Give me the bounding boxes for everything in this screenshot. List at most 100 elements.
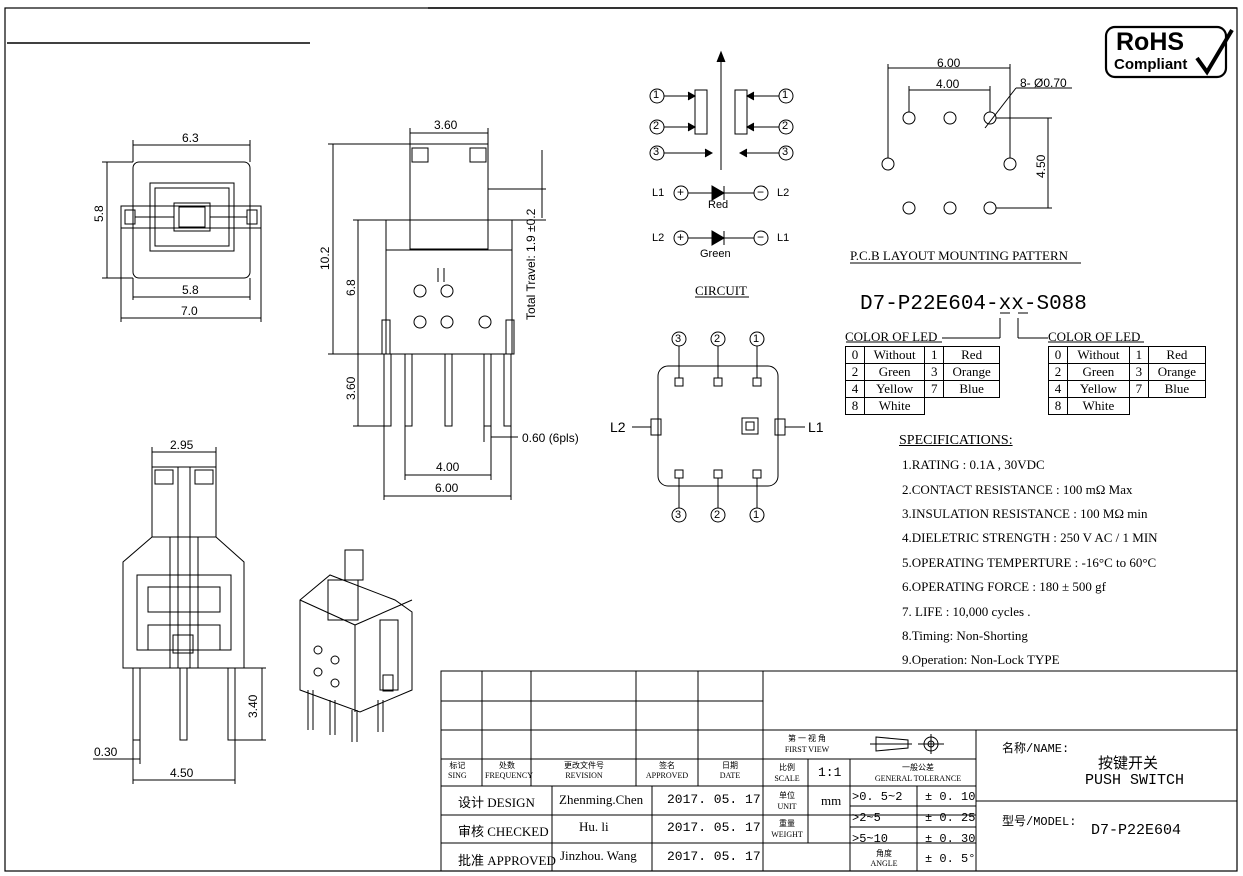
- top-view: [102, 140, 262, 322]
- pcb-dim-height: 4.50: [1034, 154, 1048, 178]
- table-cell: 7: [1128, 380, 1149, 398]
- tb-angle-en: FIRST VIEW: [784, 745, 830, 754]
- tb-hdr-rev-cn: 更改文件号: [564, 761, 604, 770]
- tb-hdr-mark-en: SING: [448, 771, 467, 780]
- tb-name-cn: 按键开关: [1098, 756, 1159, 773]
- spec-item-8: 8.Timing: Non-Shorting: [902, 628, 1028, 643]
- table-cell: Orange: [1147, 363, 1207, 381]
- table-cell: Yellow: [1067, 380, 1130, 398]
- tb-design-date: 2017. 05. 17: [667, 792, 761, 807]
- tb-weight-cn: 重量: [779, 819, 795, 828]
- bottom-pin-3-bottom: 3: [675, 509, 682, 521]
- led-right-title: COLOR OF LED: [1048, 329, 1141, 344]
- table-cell: Blue: [943, 380, 1000, 398]
- tb-hdr-date-en: DATE: [719, 771, 741, 780]
- tb-name-label: 名称/NAME:: [1002, 742, 1070, 756]
- table-cell: Red: [1147, 346, 1207, 364]
- tb-model-label: 型号/MODEL:: [1002, 815, 1077, 829]
- tb-design-label: 设计 DESIGN: [458, 795, 535, 810]
- circuit-pin-2-left: 2: [653, 120, 660, 132]
- circuit-minus-red: −: [757, 185, 765, 199]
- table-cell: Green: [1067, 363, 1130, 381]
- circuit-l1-right: L1: [777, 232, 790, 244]
- tb-tol-range-2: >2~5: [852, 811, 881, 825]
- part-number: D7-P22E604-xx-S088: [860, 293, 1087, 316]
- tb-scale-cn: 比例: [779, 763, 795, 772]
- tb-hdr-mark-cn: 标记: [449, 761, 466, 770]
- pcb-dim-hole: 8- Ø0.70: [1020, 76, 1067, 90]
- table-cell: 8: [1048, 397, 1068, 415]
- table-cell: 4: [845, 380, 865, 398]
- bottom-pin-2-top: 2: [714, 333, 721, 345]
- circuit-green-label: Green: [700, 248, 731, 260]
- tb-tol-value-1: ± 0. 10: [925, 790, 976, 804]
- tb-tol-value-3: ± 0. 30: [925, 832, 976, 846]
- iso-view: [299, 549, 413, 742]
- table-cell: 2: [1048, 363, 1068, 381]
- tb-hdr-date-cn: 日期: [722, 761, 738, 770]
- table-cell: 4: [1048, 380, 1068, 398]
- dim-side-pitch: 4.00: [436, 460, 460, 474]
- circuit-plus-red: +: [677, 185, 685, 199]
- circuit-diagram: [649, 50, 794, 298]
- spec-item-6: 6.OPERATING FORCE : 180 ± 500 gf: [902, 579, 1106, 594]
- tb-checked-label: 审核 CHECKED: [458, 824, 549, 839]
- part-number-suffix: -S088: [1023, 293, 1087, 316]
- bottom-l2: L2: [610, 419, 626, 435]
- front-view: [93, 447, 266, 784]
- tb-hdr-appr-en: APPROVED: [645, 771, 689, 780]
- spec-item-5: 5.OPERATING TEMPERTURE : -16°C to 60°C: [902, 555, 1157, 570]
- tb-unit-cn: 单位: [779, 791, 795, 800]
- bottom-l1: L1: [808, 419, 824, 435]
- tb-checked-name: Hu. li: [579, 819, 609, 834]
- table-cell: [925, 398, 944, 415]
- table-cell: Blue: [1147, 380, 1207, 398]
- dim-front-pin-width: 0.30: [94, 745, 118, 759]
- table-cell: 7: [924, 380, 945, 398]
- tb-tol-value-2: ± 0. 25: [925, 811, 976, 825]
- title-block-grid: [440, 670, 1238, 872]
- tb-weight-en: WEIGHT: [771, 830, 803, 839]
- circuit-title: CIRCUIT: [695, 283, 747, 298]
- tb-tol-range-1: >0. 5~2: [852, 790, 903, 804]
- table-cell: Orange: [943, 363, 1000, 381]
- tb-approved-date: 2017. 05. 17: [667, 849, 761, 864]
- table-cell: [1129, 398, 1148, 415]
- circuit-pin-1-right: 1: [782, 89, 789, 101]
- circuit-pin-3-left: 3: [653, 146, 660, 158]
- circuit-pin-3-right: 3: [782, 146, 789, 158]
- bottom-view: [632, 331, 805, 523]
- dim-front-span: 4.50: [170, 766, 194, 780]
- table-cell: 1: [924, 346, 945, 364]
- tb-model-value: D7-P22E604: [1091, 822, 1182, 839]
- circuit-l2-left: L2: [652, 232, 665, 244]
- pcb-dim-span: 6.00: [937, 56, 961, 70]
- spec-item-2: 2.CONTACT RESISTANCE : 100 mΩ Max: [902, 482, 1133, 497]
- dim-front-pin: 3.40: [246, 694, 260, 718]
- table-cell: Without: [1067, 346, 1130, 364]
- table-cell: Yellow: [863, 380, 926, 398]
- dim-side-travel: Total Travel: 1.9 ±0.2: [524, 208, 538, 320]
- tb-hdr-freq-en: FREQUENCY: [485, 771, 534, 780]
- circuit-pin-1-left: 1: [653, 89, 660, 101]
- circuit-minus-green: −: [757, 230, 765, 244]
- dim-side-pin: 3.60: [344, 376, 358, 400]
- dim-side-span: 6.00: [435, 481, 459, 495]
- bottom-pin-1-top: 1: [753, 333, 760, 345]
- dim-side-top: 3.60: [434, 118, 458, 132]
- dim-top-inner: 5.8: [182, 283, 199, 297]
- table-cell: 0: [845, 346, 865, 364]
